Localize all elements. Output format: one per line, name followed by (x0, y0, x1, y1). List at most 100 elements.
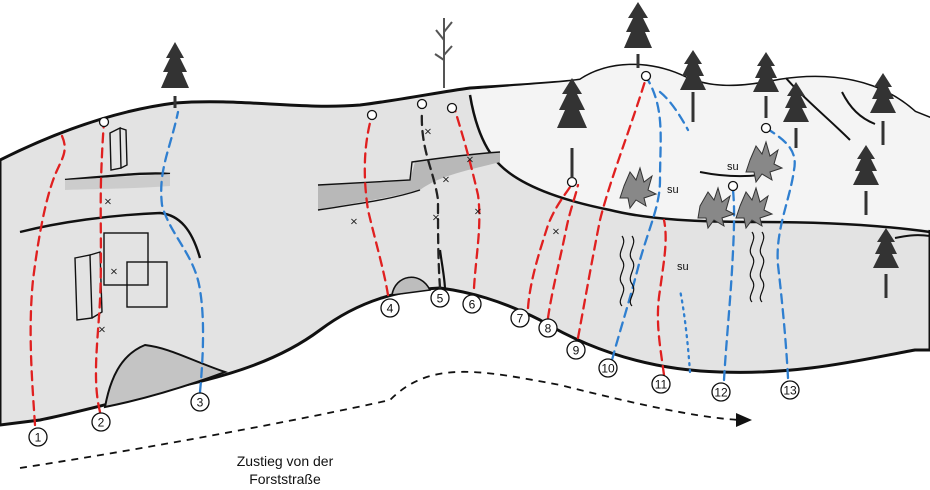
note-su: su (667, 184, 679, 196)
route-number-circle (462, 294, 482, 314)
dead-tree-icon (434, 18, 453, 88)
route-number-circle (711, 382, 731, 402)
route-number-text: 13 (783, 384, 797, 398)
belay-anchor-icon (416, 98, 428, 110)
bolt-x-icon: × (474, 207, 482, 218)
bushes (619, 140, 784, 230)
crack-line (19, 211, 202, 259)
route-number-4[interactable]: 4 (380, 298, 400, 318)
crack-line (785, 77, 851, 141)
crack-line (317, 151, 501, 186)
route-number-text: 9 (573, 344, 580, 358)
route-13-line[interactable] (764, 126, 796, 380)
bush-icon (697, 186, 736, 230)
route-8-line[interactable] (546, 183, 580, 320)
route-12-line[interactable] (722, 188, 736, 382)
belay-anchor-icon (640, 70, 652, 82)
tree-icon (853, 145, 879, 215)
bolt-x-icon: × (104, 197, 112, 208)
bolt-x-icon: × (98, 325, 106, 336)
route-number-circle (566, 340, 586, 360)
route-number-9[interactable]: 9 (566, 340, 586, 360)
route-number-8[interactable]: 8 (538, 318, 558, 338)
route-number-circle (91, 412, 111, 432)
crack-line (317, 189, 421, 211)
route-number-circle (510, 308, 530, 328)
route-4-line[interactable] (363, 113, 390, 297)
route-number-circle (538, 318, 558, 338)
route-number-13[interactable]: 13 (780, 380, 800, 400)
tree-icon (873, 228, 899, 298)
route-11-variant-line[interactable] (678, 288, 692, 374)
rock-cave (391, 276, 432, 296)
route-number-text: 10 (601, 362, 615, 376)
bolt-x-markers: × × × × × × × × × × (98, 127, 560, 336)
access-caption-line2: Forststraße (249, 471, 321, 487)
route-number-circle (28, 427, 48, 447)
route-number-10[interactable]: 10 (598, 358, 618, 378)
trees (161, 2, 899, 298)
bolt-x-icon: × (424, 127, 432, 138)
note-su: su (677, 261, 689, 273)
bush-icon (745, 140, 784, 184)
route-11-line[interactable] (656, 218, 667, 377)
route-number-circle (430, 288, 450, 308)
tree-icon (557, 78, 587, 178)
route-number-text: 8 (545, 322, 552, 336)
arrow-head-icon (736, 413, 752, 427)
crack-line (894, 234, 930, 239)
route-number-5[interactable]: 5 (430, 288, 450, 308)
route-number-12[interactable]: 12 (711, 382, 731, 402)
tree-icon (624, 2, 652, 68)
route-number-3[interactable]: 3 (190, 392, 210, 412)
bush-icon (619, 166, 658, 210)
route-number-circle (190, 392, 210, 412)
rock-lower-block (103, 343, 228, 409)
route-number-7[interactable]: 7 (510, 308, 530, 328)
bolt-x-icon: × (350, 217, 358, 228)
belay-anchor-icon (760, 122, 772, 134)
route-number-11[interactable]: 11 (651, 374, 671, 394)
route-number-circle (380, 298, 400, 318)
rock-shelf-1 (318, 152, 500, 210)
route-number-text: 5 (437, 292, 444, 306)
route-number-text: 2 (98, 416, 105, 430)
route-10-line[interactable] (610, 78, 662, 362)
route-3-line[interactable] (160, 110, 205, 394)
route-number-text: 6 (469, 298, 476, 312)
route-7-line[interactable] (526, 182, 574, 310)
access-path (19, 370, 741, 469)
route-number-text: 4 (387, 302, 394, 316)
route-number-text: 7 (517, 312, 524, 326)
belay-anchor-icon (98, 116, 110, 128)
route-9-line[interactable] (576, 76, 648, 340)
route-number-6[interactable]: 6 (462, 294, 482, 314)
rock-blocks (74, 126, 168, 321)
route-number-text: 1 (35, 431, 42, 445)
route-upper-blue-line[interactable] (658, 90, 690, 132)
crack-line (65, 174, 170, 190)
route-number-2[interactable]: 2 (91, 412, 111, 432)
belay-anchor-icon (566, 176, 578, 188)
crack-line (841, 91, 876, 125)
tree-icon (870, 73, 896, 145)
crack-line (438, 249, 447, 291)
route-number-text: 12 (714, 386, 728, 400)
route-number-1[interactable]: 1 (28, 427, 48, 447)
access-caption-line1: Zustieg von der (237, 453, 334, 469)
route-2-line[interactable] (94, 120, 106, 414)
bolt-x-icon: × (466, 155, 474, 166)
bolt-x-icon: × (552, 227, 560, 238)
belay-anchor-icon (727, 180, 739, 192)
route-number-text: 3 (197, 396, 204, 410)
tree-icon (783, 82, 809, 148)
tree-icon (161, 42, 189, 108)
route-number-text: 11 (655, 378, 668, 392)
crack-line (699, 171, 761, 178)
bolt-x-icon: × (442, 175, 450, 186)
tree-icon (680, 50, 706, 122)
route-6-line[interactable] (453, 108, 481, 290)
note-su: su (727, 161, 739, 173)
